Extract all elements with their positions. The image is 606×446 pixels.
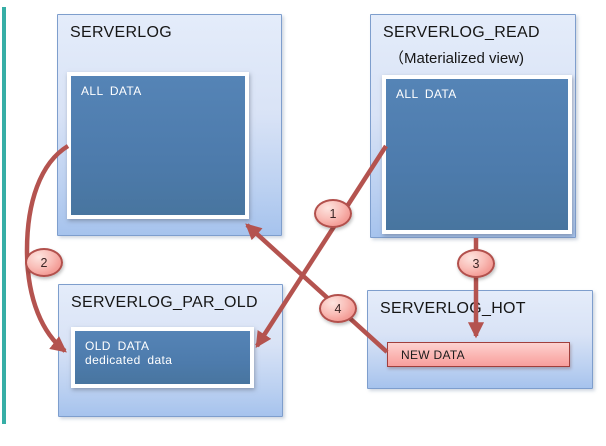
step-badge-2: 2 [25,248,63,277]
new-data-panel: NEW DATA [387,342,570,367]
step-badge-4: 4 [319,294,357,323]
old-data-panel: OLD DATA dedicated data [71,327,254,388]
new-data-label: NEW DATA [401,347,465,362]
old-data-label: OLD DATA [85,339,150,353]
step-badge-3-label: 3 [472,256,480,271]
box-serverlog-read-title: SERVERLOG_READ [383,24,540,41]
serverlog-read-all-data-panel: ALL DATA [382,75,572,234]
all-data-label: ALL DATA [81,84,142,98]
box-serverlog-hot-title: SERVERLOG_HOT [380,300,526,317]
step-badge-2-label: 2 [40,255,48,270]
step-badge-1-label: 1 [329,206,337,221]
box-serverlog-par-old-title: SERVERLOG_PAR_OLD [71,294,258,311]
serverlog-all-data-panel: ALL DATA [67,72,249,219]
box-serverlog-hot: SERVERLOG_HOT NEW DATA [367,290,593,389]
all-data-label: ALL DATA [396,87,457,101]
step-badge-4-label: 4 [334,301,342,316]
box-serverlog-read-subtitle: （Materialized view) [389,50,525,67]
box-serverlog-par-old: SERVERLOG_PAR_OLD OLD DATA dedicated dat… [58,284,283,417]
box-serverlog: SERVERLOG ALL DATA [57,14,282,236]
step-badge-1: 1 [314,199,352,228]
dedicated-data-label: dedicated data [85,353,173,367]
step-badge-3: 3 [457,249,495,278]
box-serverlog-read: SERVERLOG_READ （Materialized view) ALL D… [370,14,576,238]
left-accent-stripe [2,7,6,424]
box-serverlog-title: SERVERLOG [70,24,172,41]
